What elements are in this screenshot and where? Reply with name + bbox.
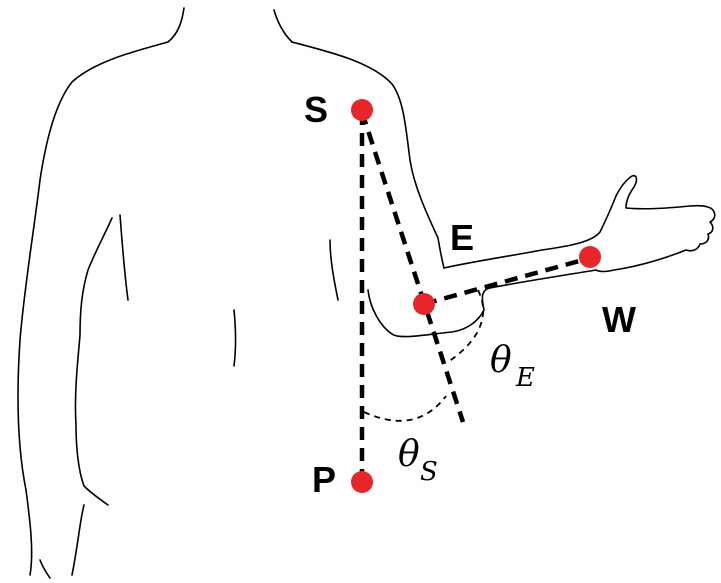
body-outline-icon [17,7,716,579]
elbow-inner-outline [367,289,393,335]
shoulder-joint-dot [351,99,373,121]
forearm-top-outline [443,174,715,269]
right-shoulder-outline [291,41,445,269]
left-arm-inner-outline [71,217,113,576]
forearm-line [423,255,591,307]
wrist-label: W [602,299,636,340]
theta-s-subscript: S [420,457,438,487]
left-arm-outer-outline [17,41,169,576]
left-armpit-outline [119,214,129,301]
theta-e-subscript: E [515,363,535,393]
theta-e-label: θ E [490,340,535,393]
hand-outline [595,211,716,273]
elbow-angle-arc [447,289,485,363]
theta-e-symbol: θ [490,340,512,381]
right-armpit-outline [329,239,339,301]
elbow-label: E [450,217,474,258]
left-hand-outline [39,559,51,579]
pelvis-joint-dot [351,471,373,493]
torso-center-mark [233,309,237,367]
pelvis-label: P [312,459,336,500]
shoulder-label: S [304,89,328,130]
theta-s-label: θ S [398,434,438,487]
upper-arm-line [359,111,466,423]
shoulder-angle-arc [363,395,447,422]
neck-left-outline [167,7,185,43]
theta-s-symbol: θ [398,434,420,475]
neck-right-outline [273,9,293,43]
wrist-joint-dot [579,246,601,268]
elbow-joint-dot [413,293,435,315]
